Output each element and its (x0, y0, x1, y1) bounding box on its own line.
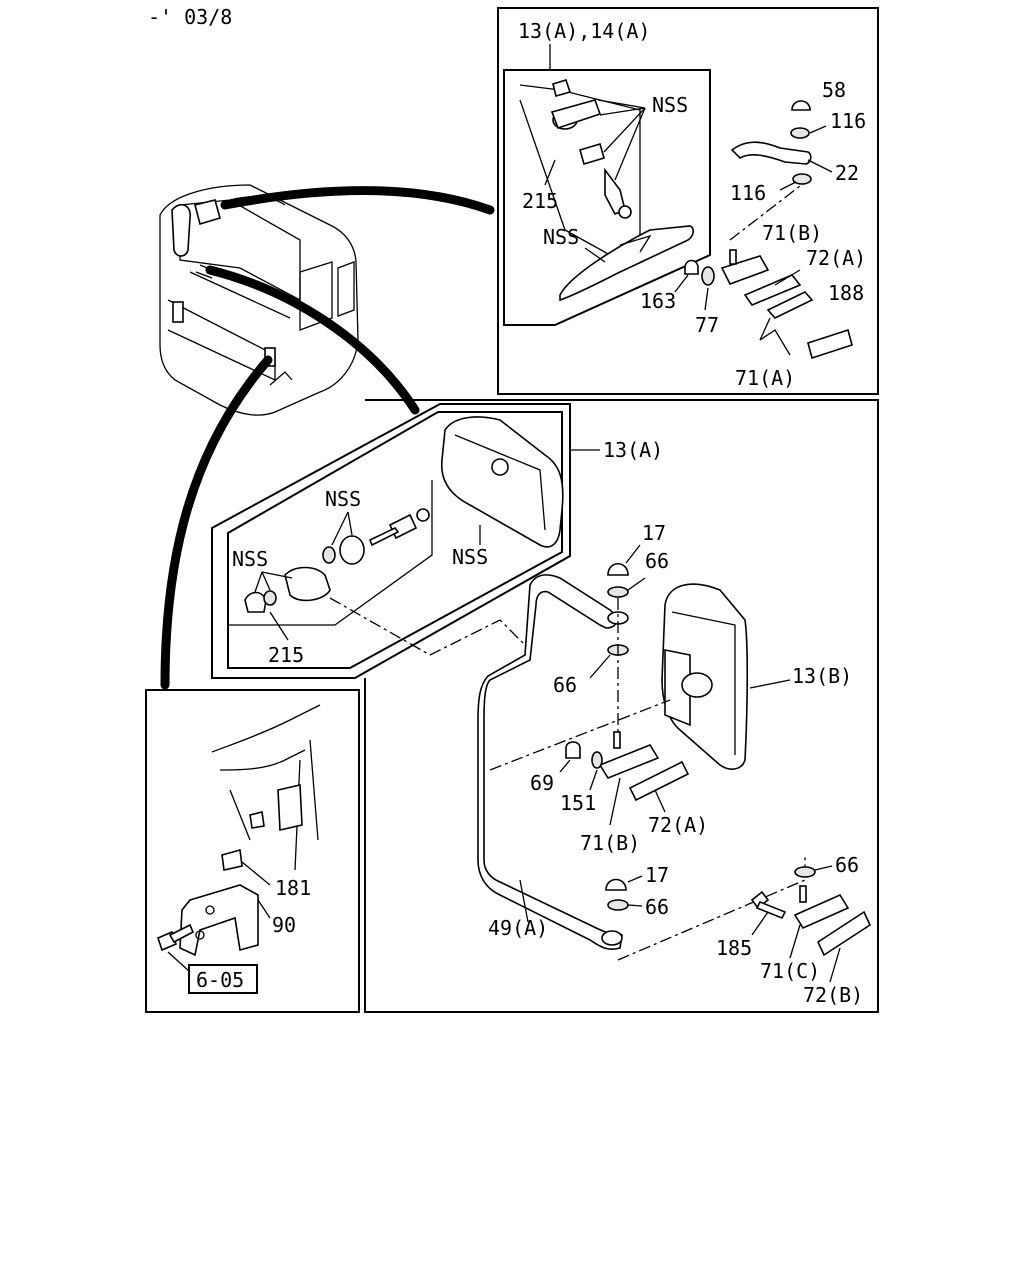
callout-nss-mid-2: NSS (232, 547, 268, 571)
leader-curve-middle (205, 265, 420, 415)
part-90-bracket (179, 884, 259, 957)
callout-72a-mid: 72(A) (648, 813, 708, 837)
callout-66c: 66 (645, 895, 669, 919)
callout-nss-top-1: NSS (652, 93, 688, 117)
callout-49a: 49(A) (488, 916, 548, 940)
callout-13b: 13(B) (792, 664, 852, 688)
callout-72b: 72(B) (803, 983, 863, 1007)
detail-box-mirror-type-a (497, 7, 879, 395)
leader-curve-top (220, 186, 495, 215)
callout-215-mid: 215 (268, 643, 304, 667)
callout-116a: 116 (830, 109, 866, 133)
vehicle-cab-illustration (159, 184, 359, 416)
callout-nss-mid-1: NSS (325, 487, 361, 511)
callout-77: 77 (695, 313, 719, 337)
mirror-13a (441, 416, 564, 548)
callout-72a-top: 72(A) (806, 246, 866, 270)
callout-90: 90 (272, 913, 296, 937)
callout-71b-mid: 71(B) (580, 831, 640, 855)
callout-163: 163 (640, 289, 676, 313)
part-71c (793, 893, 850, 930)
callout-66b: 66 (553, 673, 577, 697)
callout-nss-top-2: NSS (543, 225, 579, 249)
callout-17b: 17 (645, 863, 669, 887)
mirror-head-top (559, 225, 694, 302)
callout-181: 181 (275, 876, 311, 900)
callout-13a-14a: 13(A),14(A) (518, 19, 650, 43)
callout-nss-mid-3: NSS (452, 545, 488, 569)
callout-69: 69 (530, 771, 554, 795)
callout-22: 22 (835, 161, 859, 185)
callout-215-top: 215 (522, 189, 558, 213)
part-71b-mid (598, 744, 660, 779)
callout-13a: 13(A) (603, 438, 663, 462)
date-code: -' 03/8 (148, 5, 232, 29)
reference-label: 6-05 (196, 968, 244, 992)
reference-box (188, 964, 258, 994)
detail-box-mirror-assembly (364, 399, 879, 1013)
callout-185: 185 (716, 936, 752, 960)
part-71b-top (720, 255, 770, 285)
leader-curve-bottom (160, 355, 273, 690)
callout-116b: 116 (730, 181, 766, 205)
callout-151: 151 (560, 791, 596, 815)
octagon-frame-13a (211, 403, 571, 679)
callout-71b-top: 71(B) (762, 221, 822, 245)
callout-66d: 66 (835, 853, 859, 877)
callout-17a: 17 (642, 521, 666, 545)
callout-71c: 71(C) (760, 959, 820, 983)
callout-58: 58 (822, 78, 846, 102)
callout-71a: 71(A) (735, 366, 795, 390)
callout-66a: 66 (645, 549, 669, 573)
callout-188: 188 (828, 281, 864, 305)
inner-detail-frame (503, 69, 711, 326)
detail-box-stay-bracket (145, 689, 360, 1013)
